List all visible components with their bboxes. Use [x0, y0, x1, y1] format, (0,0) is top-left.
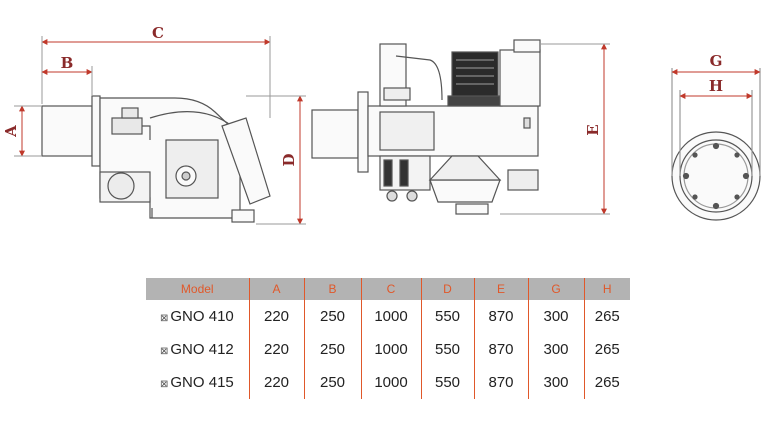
checkbox-icon: ⊠ — [160, 313, 169, 324]
side-view-dimensions — [14, 36, 306, 225]
burner-drawing: C B A D — [2, 24, 761, 225]
value-cell: 250 — [303, 366, 361, 399]
header-H: H — [583, 278, 630, 300]
header-model: Model — [146, 278, 249, 300]
value-cell: 1000 — [360, 333, 421, 366]
dim-label-E: E — [584, 124, 602, 135]
dim-label-G: G — [710, 52, 723, 70]
value-cell: 220 — [248, 366, 304, 399]
value-cell: 550 — [420, 366, 474, 399]
dim-label-B: B — [61, 54, 74, 72]
model-name: GNO 410 — [170, 308, 234, 325]
flange-view — [671, 68, 761, 221]
dim-label-D: D — [280, 153, 298, 166]
table-header-row: Model A B C D E G H — [146, 278, 630, 300]
model-cell: ⊠GNO 412 — [146, 333, 249, 366]
spec-table: Model A B C D E G H ⊠GNO 410 220 250 100… — [146, 278, 630, 399]
value-cell: 300 — [527, 366, 584, 399]
dim-label-A: A — [2, 125, 20, 138]
value-cell: 1000 — [360, 366, 421, 399]
value-cell: 870 — [473, 366, 528, 399]
value-cell: 220 — [248, 333, 304, 366]
front-view — [311, 39, 541, 215]
value-cell: 220 — [248, 300, 304, 333]
model-name: GNO 412 — [170, 341, 234, 358]
header-C: C — [360, 278, 421, 300]
dim-label-C: C — [152, 24, 164, 42]
value-cell: 265 — [583, 300, 630, 333]
dim-label-H: H — [709, 77, 723, 95]
header-A: A — [248, 278, 304, 300]
checkbox-icon: ⊠ — [160, 346, 169, 357]
value-cell: 250 — [303, 333, 361, 366]
front-view-dimensions — [500, 43, 610, 215]
header-E: E — [473, 278, 528, 300]
value-cell: 550 — [420, 333, 474, 366]
value-cell: 550 — [420, 300, 474, 333]
value-cell: 870 — [473, 300, 528, 333]
value-cell: 300 — [527, 333, 584, 366]
flange-view-dimensions — [671, 69, 761, 99]
value-cell: 1000 — [360, 300, 421, 333]
side-view — [41, 95, 271, 223]
model-cell: ⊠GNO 410 — [146, 300, 249, 333]
table-row: ⊠GNO 410 220 250 1000 550 870 300 265 — [146, 300, 630, 333]
header-D: D — [420, 278, 474, 300]
table-row: ⊠GNO 415 220 250 1000 550 870 300 265 — [146, 366, 630, 399]
model-name: GNO 415 — [170, 374, 234, 391]
table-row: ⊠GNO 412 220 250 1000 550 870 300 265 — [146, 333, 630, 366]
value-cell: 265 — [583, 333, 630, 366]
value-cell: 870 — [473, 333, 528, 366]
value-cell: 250 — [303, 300, 361, 333]
value-cell: 265 — [583, 366, 630, 399]
checkbox-icon: ⊠ — [160, 379, 169, 390]
model-cell: ⊠GNO 415 — [146, 366, 249, 399]
header-B: B — [303, 278, 361, 300]
value-cell: 300 — [527, 300, 584, 333]
header-G: G — [527, 278, 584, 300]
